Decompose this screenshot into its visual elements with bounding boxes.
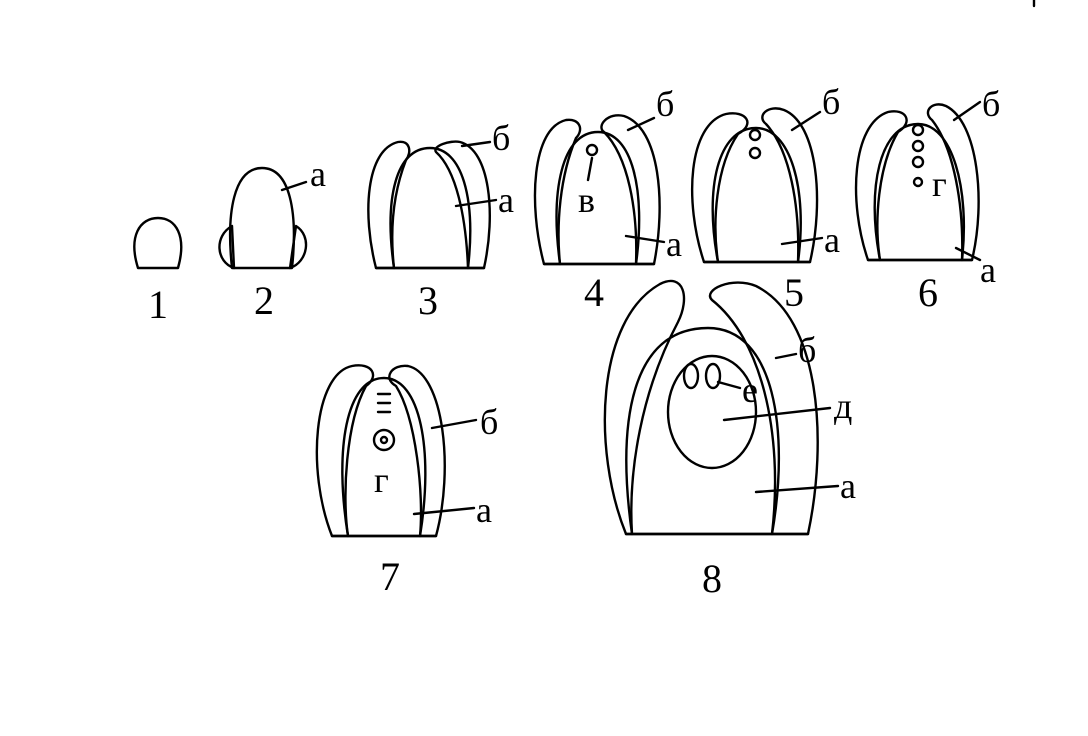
integument-right <box>388 364 446 538</box>
integument-right <box>708 281 819 536</box>
stage-7: г б а 7 <box>315 364 498 599</box>
nucellus <box>555 130 641 266</box>
megaspore-nucleus <box>379 435 389 445</box>
leader-b <box>430 418 478 430</box>
leader-b <box>790 110 822 132</box>
integument-left <box>533 118 582 266</box>
stage-6: г б а 6 <box>854 84 1000 315</box>
integument-left <box>603 279 686 536</box>
integument-right <box>434 140 491 270</box>
label-v: в <box>578 180 595 220</box>
megaspore-outer <box>372 428 396 452</box>
leader-a <box>454 198 498 208</box>
stage-number-8: 8 <box>702 556 722 601</box>
integument-left <box>315 364 375 538</box>
stage-number-5: 5 <box>784 270 804 315</box>
label-a: а <box>980 250 996 290</box>
nucellus <box>228 166 296 270</box>
leader-b <box>460 140 492 148</box>
stage-number-7: 7 <box>380 554 400 599</box>
stage-1: 1 <box>133 216 183 327</box>
label-g: г <box>374 460 389 500</box>
egg-apparatus-cell-1 <box>682 362 700 390</box>
tetrad-cell-3 <box>911 155 925 169</box>
label-a: а <box>666 224 682 264</box>
label-d: д <box>834 386 852 426</box>
nucellus <box>389 146 472 270</box>
stage-number-6: 6 <box>918 270 938 315</box>
leader-v <box>586 156 594 182</box>
integument-left <box>367 140 411 270</box>
nucellus <box>711 126 802 264</box>
leader-e <box>716 380 742 390</box>
label-b: б <box>656 84 674 124</box>
dyad-cell-upper <box>748 128 762 142</box>
dyad-cell-lower <box>748 146 762 160</box>
label-a: а <box>824 220 840 260</box>
integument-right <box>600 114 661 266</box>
label-a: а <box>310 154 326 194</box>
leader-b <box>952 100 982 122</box>
stage-3: б а 3 <box>367 118 514 323</box>
label-b: б <box>492 118 510 158</box>
label-b: б <box>982 84 1000 124</box>
leader-a <box>780 236 824 246</box>
stage-number-4: 4 <box>584 270 604 315</box>
leader-a <box>280 180 308 192</box>
stage-number-1: 1 <box>148 282 168 327</box>
leader-a <box>412 506 476 516</box>
integument-right <box>288 224 308 270</box>
leader-a <box>624 234 666 244</box>
embryo-sac <box>666 354 758 470</box>
egg-apparatus-cell-2 <box>704 362 722 390</box>
leader-b <box>626 116 656 132</box>
label-b: б <box>798 330 816 370</box>
leader-a <box>954 246 982 262</box>
nucellus <box>625 326 781 536</box>
stage-5: б а 5 <box>691 82 840 315</box>
label-a: а <box>476 490 492 530</box>
tetrad-cell-4 <box>912 176 924 188</box>
label-b: б <box>480 402 498 442</box>
integument-left <box>691 112 749 264</box>
label-a: а <box>498 180 514 220</box>
stage-number-2: 2 <box>254 278 274 323</box>
label-a: а <box>840 466 856 506</box>
stage-2: а 2 <box>218 154 326 323</box>
nucellus <box>341 376 427 538</box>
stage-4: в б а 4 <box>533 84 682 315</box>
leader-b <box>774 352 798 360</box>
stage-number-3: 3 <box>418 278 438 323</box>
stage-8: е д б а 8 <box>603 279 856 601</box>
nucellus-primordium <box>133 216 183 270</box>
label-b: б <box>822 82 840 122</box>
label-g: г <box>932 164 947 204</box>
archesporial-cell <box>585 143 599 157</box>
leader-a <box>754 484 840 494</box>
integument-right <box>761 107 819 264</box>
label-e: е <box>742 370 758 410</box>
nucellus <box>873 122 966 262</box>
tetrad-cell-1 <box>911 123 925 137</box>
integument-right <box>926 103 980 262</box>
tetrad-cell-2 <box>911 139 925 153</box>
integument-left <box>218 224 236 270</box>
integument-left <box>854 110 908 262</box>
leader-d <box>722 406 832 422</box>
